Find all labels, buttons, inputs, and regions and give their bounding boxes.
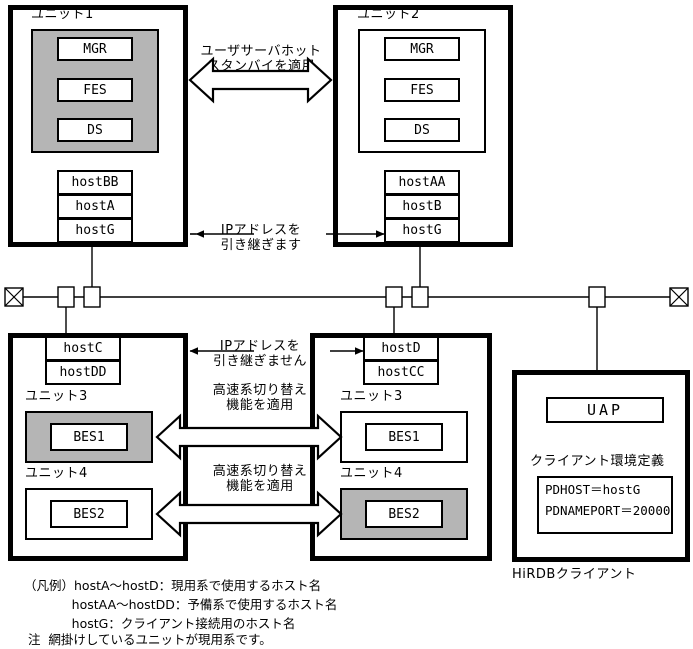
- unit2-label: ユニット2: [357, 7, 420, 22]
- client-env-title: クライアント環境定義: [530, 454, 665, 469]
- right-lower-host-0: hostD: [363, 336, 439, 361]
- annotation-ip-inherit: IPアドレスを 引き継ぎます: [220, 223, 302, 253]
- unit2-server-ds: DS: [384, 118, 460, 142]
- right-lower-unit3-label: ユニット3: [340, 389, 403, 404]
- unit2-server-fes: FES: [384, 78, 460, 102]
- client-env-line-0: PDHOST＝hostG: [545, 482, 641, 497]
- unit2-host-1: hostB: [384, 194, 460, 219]
- unit2-host-2: hostG: [384, 218, 460, 243]
- client-env-box: [537, 476, 673, 534]
- left-lower-unit4-label: ユニット4: [25, 466, 88, 481]
- left-lower-unit3-label: ユニット3: [25, 389, 88, 404]
- unit2-server-mgr: MGR: [384, 37, 460, 61]
- unit1-host-2: hostG: [57, 218, 133, 243]
- hirdb-client-caption: HiRDBクライアント: [512, 567, 637, 582]
- annotation-ip-not-inherit: IPアドレスを 引き継ぎません: [212, 339, 308, 369]
- unit1-host-1: hostA: [57, 194, 133, 219]
- unit2-host-0: hostAA: [384, 170, 460, 195]
- unit1-server-fes: FES: [57, 78, 133, 102]
- annotation-hot-standby: ユーザサーバホット スタンバイを適用: [200, 44, 322, 74]
- unit1-label: ユニット1: [31, 7, 94, 22]
- uap-box: UAP: [546, 397, 664, 423]
- tap-1: [57, 286, 75, 308]
- annotation-fast-switch-2: 高速系切り替え 機能を適用: [212, 464, 308, 494]
- tap-2: [83, 286, 101, 308]
- tap-4: [411, 286, 429, 308]
- right-lower-unit4-label: ユニット4: [340, 466, 403, 481]
- tap-5: [588, 286, 606, 308]
- left-lower-host-0: hostC: [45, 336, 121, 361]
- left-lower-unit4-server: BES2: [50, 500, 128, 528]
- right-lower-unit4-group: [340, 488, 468, 540]
- annotation-fast-switch-1: 高速系切り替え 機能を適用: [212, 383, 308, 413]
- unit1-server-mgr: MGR: [57, 37, 133, 61]
- right-lower-unit4-server: BES2: [365, 500, 443, 528]
- bus-terminator-right-icon: [669, 287, 689, 307]
- legend-line-3: 注 網掛けしているユニットが現用系です。: [24, 632, 272, 647]
- legend-line-2: hostG：クライアント接続用のホスト名: [24, 616, 296, 631]
- legend-line-0: （凡例）hostA〜hostD：現用系で使用するホスト名: [24, 578, 322, 593]
- right-lower-unit3-server: BES1: [365, 423, 443, 451]
- left-lower-host-1: hostDD: [45, 360, 121, 385]
- left-lower-unit3-server: BES1: [50, 423, 128, 451]
- right-lower-host-1: hostCC: [363, 360, 439, 385]
- unit1-host-0: hostBB: [57, 170, 133, 195]
- tap-3: [385, 286, 403, 308]
- bus-terminator-left-icon: [4, 287, 24, 307]
- unit1-server-ds: DS: [57, 118, 133, 142]
- legend-line-1: hostAA〜hostDD：予備系で使用するホスト名: [24, 597, 338, 612]
- client-env-line-1: PDNAMEPORT＝20000: [545, 503, 671, 518]
